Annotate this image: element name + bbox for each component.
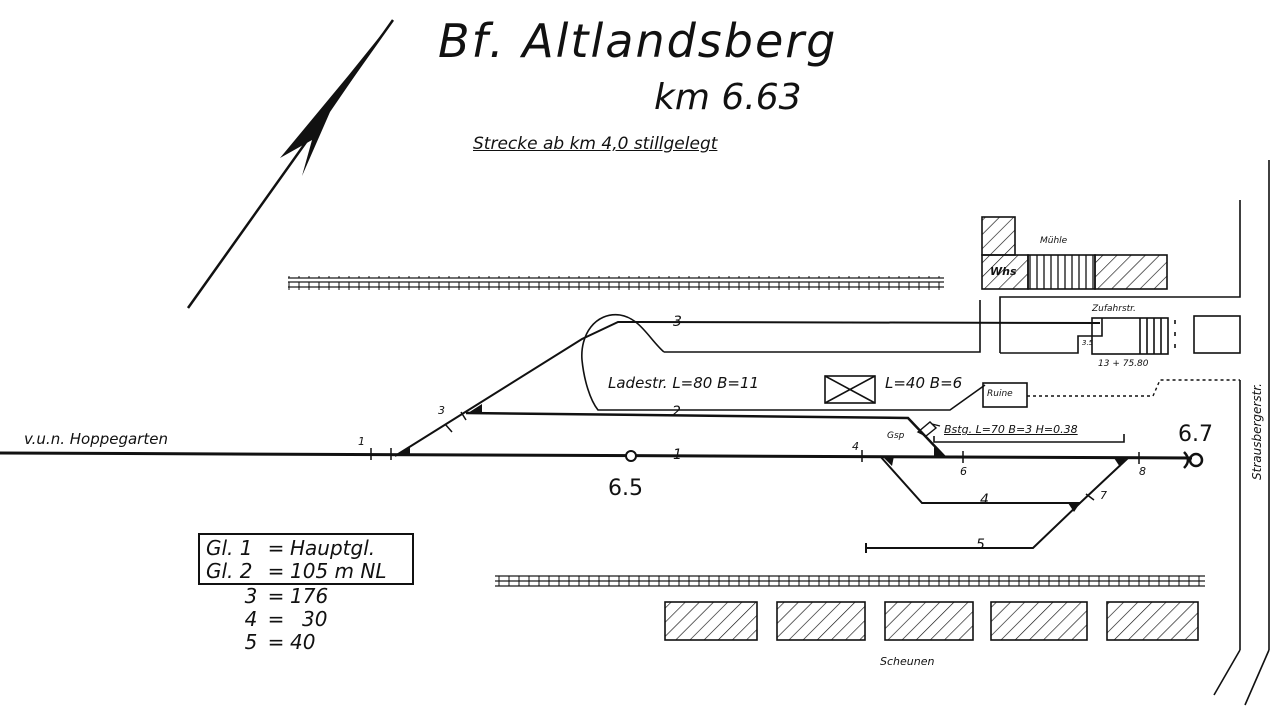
gsp-label: Gsp [887, 431, 905, 441]
legend-value: 30 [302, 607, 328, 631]
track-label-3: 3 [673, 314, 682, 330]
closure-note: Strecke ab km 4,0 stillgelegt [473, 134, 718, 154]
platform-label: Bstg. L=70 B=3 H=0.38 [944, 423, 1078, 436]
loading-ramp [824, 375, 876, 404]
scheunen-label: Scheunen [880, 655, 935, 668]
switch-label-1: 1 [358, 435, 365, 448]
track-1 [0, 451, 1193, 460]
upper-wall [288, 276, 944, 290]
legend-value: 176 [290, 584, 329, 608]
switch-label-7: 7 [1100, 489, 1107, 502]
legend-sep: = [267, 607, 285, 631]
legend-row: 5 =40 [198, 631, 414, 654]
buffer-stop-icon [1183, 451, 1204, 469]
legend-sep: = [267, 630, 285, 654]
track-label-5: 5 [976, 537, 985, 553]
muehle-label: Mühle [1040, 236, 1068, 246]
zufahrt-label: Zufahrstr. [1092, 304, 1136, 314]
station-title: Bf. Altlandsberg [438, 14, 838, 68]
legend-sep: = [267, 536, 285, 560]
legend-track: Gl. 2 [206, 559, 253, 583]
station-km: km 6.63 [654, 77, 802, 118]
legend-value: 105 m NL [290, 559, 387, 583]
platform [933, 434, 1125, 443]
direction-label: v.u.n. Hoppegarten [24, 430, 168, 448]
zufahrt-small-dimension: 3.5 [1082, 339, 1094, 347]
switch-label-3: 3 [438, 404, 445, 417]
legend-box: Gl. 1 =Hauptgl. Gl. 2 =105 m NL [198, 533, 414, 585]
km-post-6-7: 6.7 [1178, 422, 1213, 447]
legend-row: Gl. 2 =105 m NL [206, 560, 406, 583]
ladestrasse-label: Ladestr. L=80 B=11 [608, 374, 760, 392]
ruine-building [982, 382, 1028, 408]
legend-sep: = [267, 584, 285, 608]
ladestrasse-outline [581, 300, 986, 411]
legend-track: 4 [244, 607, 258, 631]
legend-row: Gl. 1 =Hauptgl. [206, 537, 406, 560]
track-label-4: 4 [980, 492, 989, 508]
track-label-1: 1 [673, 447, 682, 463]
gsp-sign-icon [916, 421, 941, 437]
scheunen-buildings [664, 601, 1199, 641]
street-strausbergerstr [1213, 160, 1270, 706]
legend-track: Gl. 1 [206, 536, 253, 560]
track-2 [465, 411, 946, 458]
legend-value: Hauptgl. [290, 536, 376, 560]
track-5 [865, 502, 1081, 553]
km-post-6-5: 6.5 [608, 476, 643, 501]
street-label: Strausbergerstr. [1250, 383, 1264, 480]
dotted-fence [1027, 379, 1240, 397]
joint-ticks [370, 411, 1140, 501]
whs-label: Whs [990, 265, 1017, 278]
switch-label-4: 4 [852, 440, 859, 453]
switch-label-6: 6 [960, 465, 967, 478]
switch-markers [396, 404, 1126, 512]
track-4 [879, 455, 1129, 504]
legend-sep: = [267, 559, 285, 583]
switch-label-8: 8 [1139, 465, 1146, 478]
legend-value: 40 [290, 630, 316, 654]
track-3 [394, 320, 1101, 457]
rampe-label: L=40 B=6 [885, 374, 963, 392]
ruine-label: Ruine [987, 389, 1013, 399]
zufahrt-dimension: 13 + 75.80 [1098, 359, 1149, 369]
zufahrt-area [999, 200, 1241, 355]
north-arrow-icon [186, 19, 395, 309]
legend-track: 5 [244, 630, 258, 654]
km-post-marker [625, 450, 637, 462]
legend-row: 3 =176 [198, 585, 414, 608]
lower-wall [495, 575, 1205, 589]
track-legend: Gl. 1=Hauptgl. Gl. 2=105 m NL 3=176 4=30… [198, 533, 414, 654]
track-label-2: 2 [672, 404, 681, 420]
muehle-buildings [981, 216, 1168, 290]
legend-track: 3 [244, 584, 258, 608]
legend-row: 4 = 30 [198, 608, 414, 631]
